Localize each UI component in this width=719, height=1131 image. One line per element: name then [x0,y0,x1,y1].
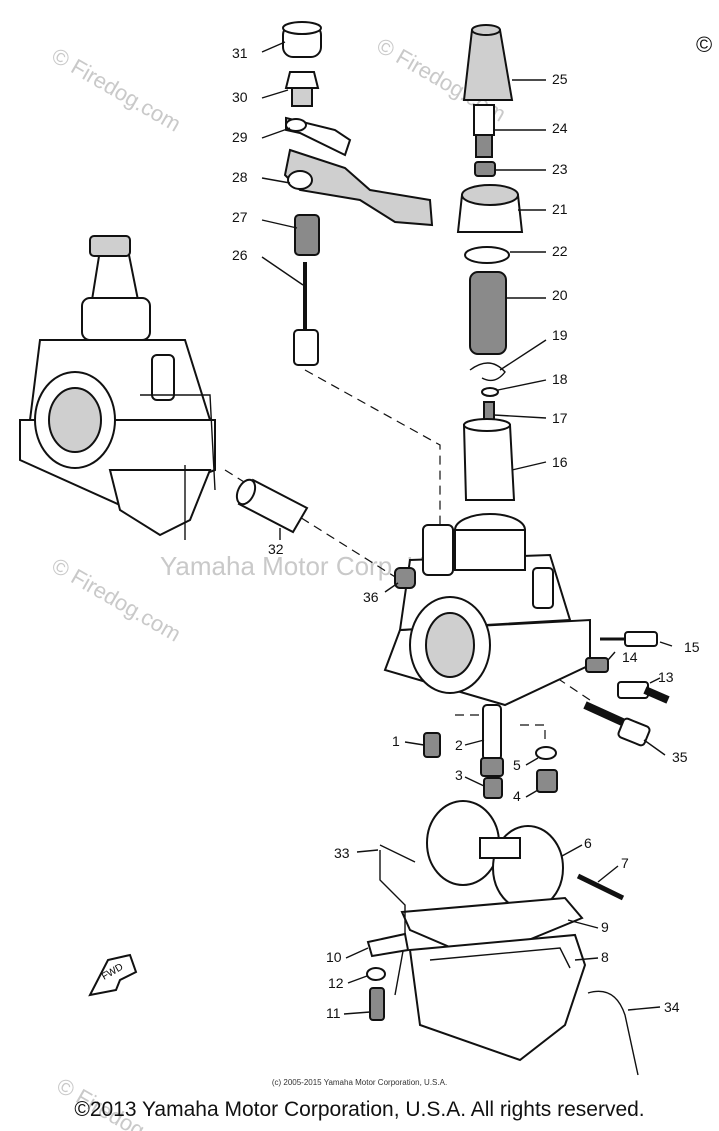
callout-12: 12 [328,975,344,991]
callout-20: 20 [552,287,568,303]
part-20-spring [469,271,507,355]
part-19-clip [469,362,506,382]
callout-34: 34 [664,999,680,1015]
watermark-firedog-1: © Firedog.com [48,43,186,137]
part-14-spring [585,657,609,673]
callout-10: 10 [326,949,342,965]
part-31-cap [282,21,322,58]
part-30-nut [284,71,320,107]
copyright-small: (c) 2005-2015 Yamaha Motor Corporation, … [271,1078,448,1087]
part-16-throttle-valve [462,418,516,501]
part-17-needle-clip [483,401,495,421]
part-13-screw [617,681,670,704]
callout-31: 31 [232,45,248,61]
corner-copyright-mark: © [696,32,713,57]
callout-11: 11 [326,1005,341,1021]
part-1-jet [423,732,441,758]
part-8-float-bowl [408,933,587,1062]
callout-2: 2 [455,737,463,753]
callout-35: 35 [672,749,688,765]
part-4-plug [536,769,558,793]
assembly-line-needle [304,369,441,545]
part-15-screw [600,631,658,647]
part-29-plate [285,116,352,157]
fwd-arrow-icon: FWD [88,953,138,997]
callout-29: 29 [232,129,248,145]
callout-6: 6 [584,835,592,851]
part-28-lever [283,148,434,227]
part-34-drain-tube [587,990,639,1076]
assembly-line-screw [544,669,591,701]
part-23-locknut [474,161,496,177]
callout-16: 16 [552,454,568,470]
callout-5: 5 [513,757,521,773]
part-7-pin [576,873,625,901]
callout-17: 17 [552,410,568,426]
part-12-washer [366,967,386,981]
part-26-needle [293,262,319,366]
callout-28: 28 [232,169,248,185]
callout-15: 15 [684,639,700,655]
callout-26: 26 [232,247,248,263]
callout-22: 22 [552,243,568,259]
part-32-pipe [235,478,309,534]
callout-24: 24 [552,120,568,136]
callout-32: 32 [268,541,284,557]
part-35-screw [583,701,651,747]
copyright-main: ©2013 Yamaha Motor Corporation, U.S.A. A… [74,1098,645,1121]
callout-25: 25 [552,71,568,87]
callout-1: 1 [392,733,400,749]
assembly-line-jet-right [520,724,546,742]
callout-36: 36 [363,589,379,605]
part-22-gasket [464,246,510,264]
part-24-adjuster [473,104,495,158]
part-11-screw [369,987,385,1021]
part-25-boot [462,24,514,101]
part-33-overflow-tube [379,844,416,996]
part-3-holder [483,777,503,799]
callout-14: 14 [622,649,638,665]
callout-7: 7 [621,855,629,871]
part-18-washer [481,387,499,397]
callout-30: 30 [232,89,248,105]
callout-23: 23 [552,161,568,177]
callout-3: 3 [455,767,463,783]
carburetor-body [383,513,591,707]
part-10-plate [366,932,410,958]
callout-27: 27 [232,209,248,225]
callout-18: 18 [552,371,568,387]
callout-13: 13 [658,669,674,685]
callout-4: 4 [513,788,521,804]
part-21-top-cap [456,184,524,233]
callout-labels: 31 30 29 28 27 26 25 24 23 21 22 20 19 1… [232,45,700,1021]
callout-19: 19 [552,327,568,343]
callout-8: 8 [601,949,609,965]
part-6-float [426,800,564,911]
callout-9: 9 [601,919,609,935]
callout-21: 21 [552,201,568,217]
part-2-main-jet [480,704,504,777]
callout-33: 33 [334,845,350,861]
assembled-carburetor [19,235,216,540]
part-36-nut [394,567,416,589]
part-5-washer [535,746,557,760]
leader-lines [261,41,673,1015]
part-27-spring [294,214,320,256]
